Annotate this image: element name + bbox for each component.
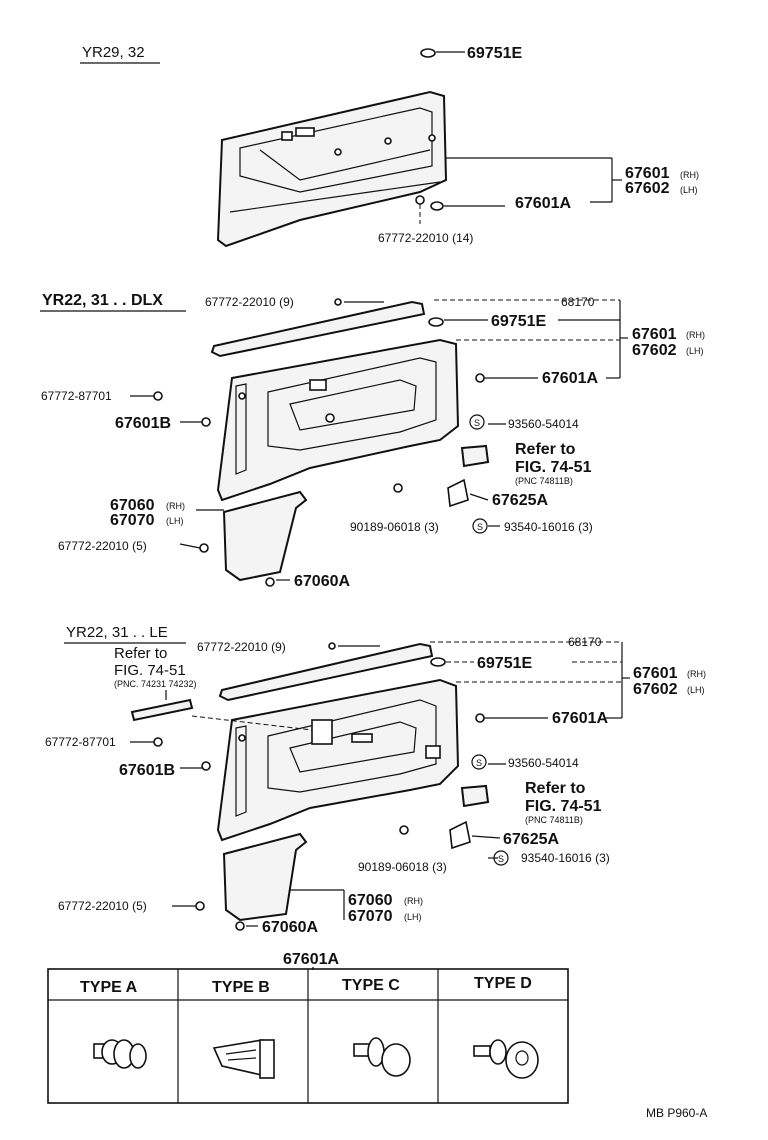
s-symbol-text: S bbox=[474, 418, 480, 428]
part-number: 67625A bbox=[503, 831, 559, 848]
section-yr22-31-dlx: YR22, 31 . . DLX bbox=[40, 292, 705, 590]
part-suffix: (LH) bbox=[680, 185, 698, 195]
table-title: 67601A bbox=[283, 951, 339, 968]
part-number: 67602 bbox=[633, 681, 678, 698]
screw-part bbox=[415, 195, 425, 205]
part-number: 69751E bbox=[491, 313, 546, 330]
handle-cover-part bbox=[460, 784, 490, 808]
reference-text: FIG. 74-51 bbox=[114, 662, 186, 679]
part-number: 68170 bbox=[561, 295, 595, 309]
table-column-header: TYPE C bbox=[342, 977, 400, 994]
part-number: 93540-16016 (3) bbox=[504, 520, 593, 534]
part-number: 67601A bbox=[515, 195, 571, 212]
s-symbol-text: S bbox=[477, 522, 483, 532]
part-suffix: (LH) bbox=[687, 685, 705, 695]
switch-plate-part bbox=[130, 698, 194, 722]
part-number: 67772-87701 bbox=[41, 389, 112, 403]
part-number: 67060A bbox=[294, 573, 350, 590]
part-suffix: (RH) bbox=[686, 330, 705, 340]
s-symbol-icon bbox=[469, 414, 485, 430]
s-symbol-text: S bbox=[476, 758, 482, 768]
reference-text: (PNC 74811B) bbox=[525, 815, 583, 825]
clip-type-c-icon bbox=[353, 1037, 411, 1077]
reference-text: Refer to bbox=[114, 645, 167, 662]
part-number: 90189-06018 (3) bbox=[358, 860, 447, 874]
part-number: 69751E bbox=[477, 655, 532, 672]
reference-text: FIG. 74-51 bbox=[525, 798, 602, 815]
part-suffix: (LH) bbox=[166, 516, 184, 526]
part-number: 67601 bbox=[625, 165, 670, 182]
part-number: 67601A bbox=[542, 370, 598, 387]
part-number: 67772-87701 bbox=[45, 735, 116, 749]
types-table: 67601A TYPE A TYPE B TYPE C TYPE D bbox=[47, 951, 569, 1104]
part-number: 67060 bbox=[348, 892, 393, 909]
part-number: 67070 bbox=[348, 908, 393, 925]
reference-text: Refer to bbox=[515, 441, 576, 458]
reference-text: (PNC. 74231 74232) bbox=[114, 679, 197, 689]
part-number: 67601B bbox=[119, 762, 175, 779]
s-symbol-icon bbox=[493, 850, 509, 866]
part-number: 67772-22010 (5) bbox=[58, 539, 147, 553]
reference-text: FIG. 74-51 bbox=[515, 459, 592, 476]
clip-part bbox=[430, 657, 446, 667]
part-number: 67060 bbox=[110, 497, 155, 514]
part-suffix: (LH) bbox=[404, 912, 422, 922]
section-yr29-32: YR29, 32 69751E 67601 (RH) 67602 (LH) 67… bbox=[80, 44, 699, 248]
part-number: 68170 bbox=[568, 635, 602, 649]
door-trim-panel bbox=[216, 678, 460, 842]
weatherstrip-part bbox=[210, 300, 426, 358]
s-symbol-text: S bbox=[498, 854, 504, 864]
clip-part bbox=[430, 201, 444, 211]
door-trim-panel bbox=[216, 338, 460, 502]
part-suffix: (RH) bbox=[687, 669, 706, 679]
section-header: YR29, 32 bbox=[82, 44, 145, 61]
bracket-part bbox=[449, 820, 471, 850]
part-number: 93540-16016 (3) bbox=[521, 851, 610, 865]
reference-text: (PNC 74811B) bbox=[515, 476, 573, 486]
clip-type-a-icon bbox=[93, 1039, 147, 1069]
part-suffix: (RH) bbox=[680, 170, 699, 180]
part-number: 93560-54014 bbox=[508, 756, 579, 770]
part-number: 69751E bbox=[467, 45, 522, 62]
part-number: 67060A bbox=[262, 919, 318, 936]
bracket-part bbox=[447, 478, 469, 508]
lower-trim-panel bbox=[222, 832, 308, 922]
part-number: 67772-22010 (14) bbox=[378, 231, 473, 245]
part-suffix: (RH) bbox=[404, 896, 423, 906]
part-number: 67625A bbox=[492, 492, 548, 509]
table-column-header: TYPE D bbox=[474, 975, 532, 992]
s-symbol-icon bbox=[471, 754, 487, 770]
part-number: 90189-06018 (3) bbox=[350, 520, 439, 534]
part-number: 67602 bbox=[632, 342, 677, 359]
part-number: 67601A bbox=[552, 710, 608, 727]
table-column-header: TYPE A bbox=[80, 979, 138, 996]
part-number: 67772-22010 (5) bbox=[58, 899, 147, 913]
part-number: 67601B bbox=[115, 415, 171, 432]
section-yr22-31-le: YR22, 31 . . LE Refer to FIG. 74-51 (PNC… bbox=[45, 624, 706, 936]
part-number: 67601 bbox=[632, 326, 677, 343]
section-header: YR22, 31 . . LE bbox=[66, 624, 168, 641]
door-trim-panel bbox=[216, 90, 448, 248]
clip-part bbox=[420, 48, 436, 58]
part-suffix: (RH) bbox=[166, 501, 185, 511]
part-number: 93560-54014 bbox=[508, 417, 579, 431]
reference-text: Refer to bbox=[525, 780, 586, 797]
clip-type-b-icon bbox=[212, 1039, 275, 1079]
weatherstrip-part bbox=[218, 642, 434, 702]
part-number: 67602 bbox=[625, 180, 670, 197]
clip-part bbox=[428, 317, 444, 327]
part-number: 67070 bbox=[110, 512, 155, 529]
part-suffix: (LH) bbox=[686, 346, 704, 356]
s-symbol-icon bbox=[472, 518, 488, 534]
part-number: 67772-22010 (9) bbox=[205, 295, 294, 309]
clip-type-d-icon bbox=[473, 1039, 539, 1079]
table-column-header: TYPE B bbox=[212, 979, 270, 996]
lower-trim-panel bbox=[222, 490, 308, 582]
section-header: YR22, 31 . . DLX bbox=[42, 292, 163, 309]
part-number: 67772-22010 (9) bbox=[197, 640, 286, 654]
handle-cover-part bbox=[460, 444, 490, 468]
figure-code: MB P960-A bbox=[646, 1106, 707, 1120]
part-number: 67601 bbox=[633, 665, 678, 682]
